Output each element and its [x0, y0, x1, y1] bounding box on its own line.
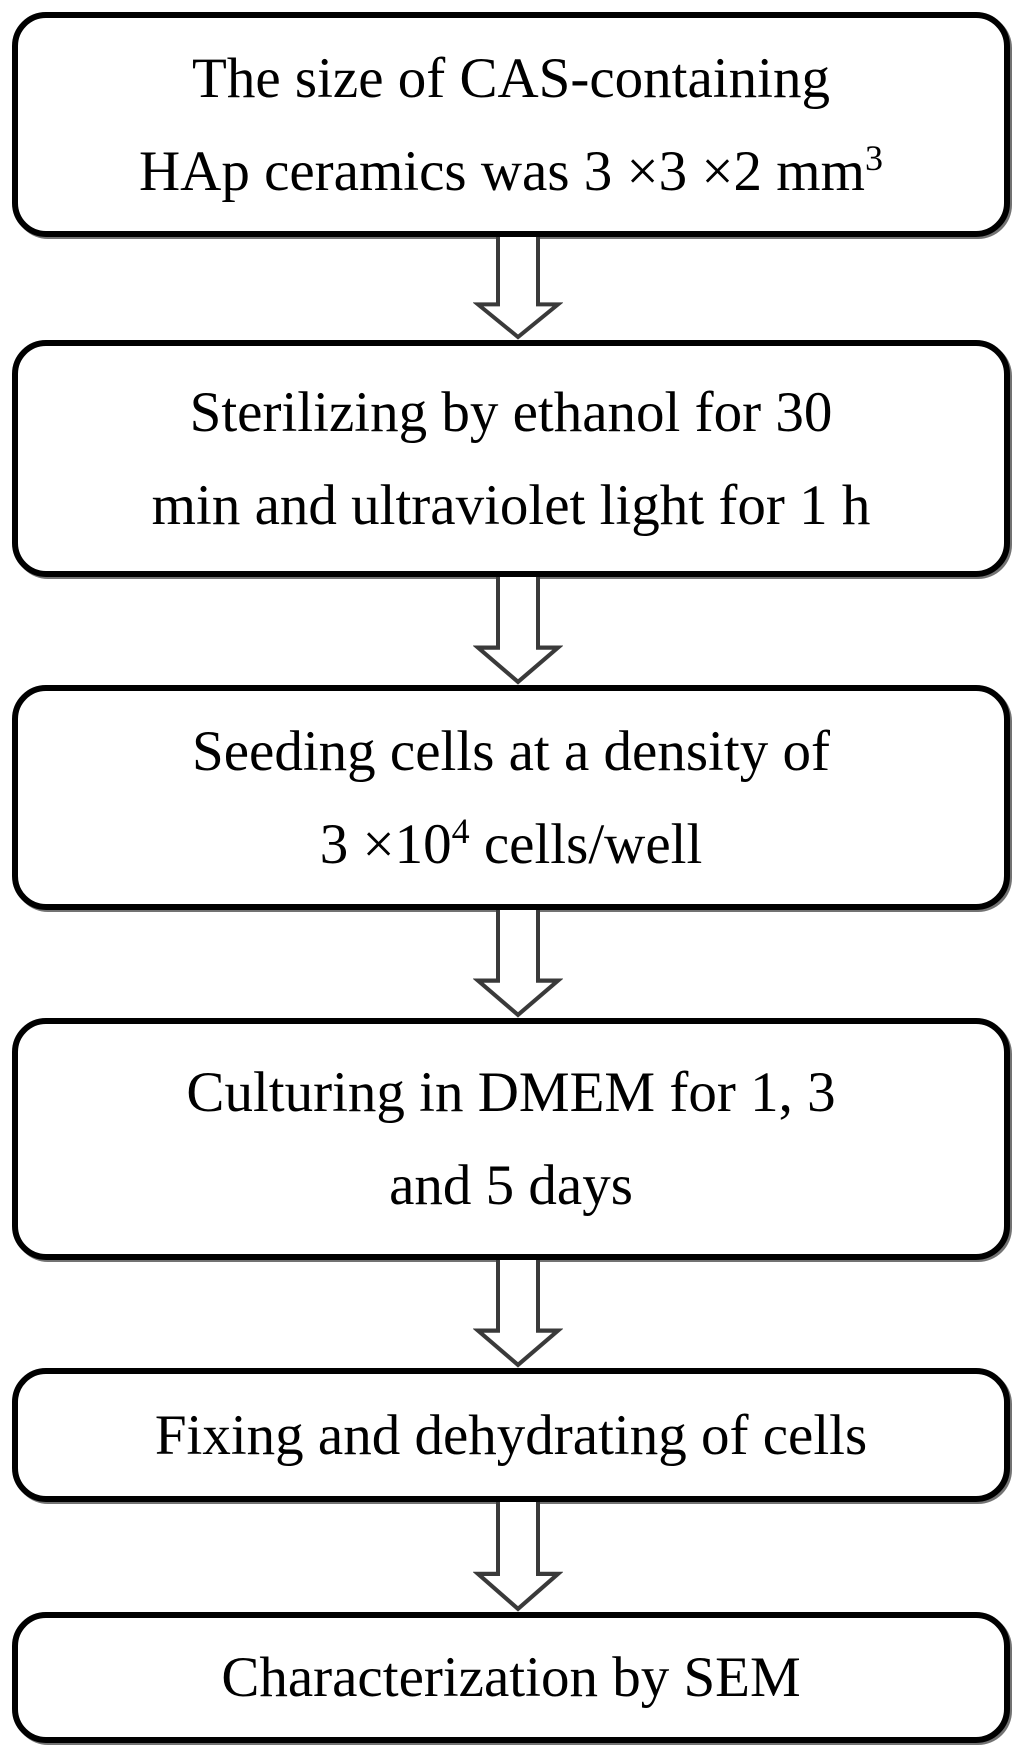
- flow-step-3-text: 3 ×10: [319, 812, 452, 876]
- flow-step-3: Seeding cells at a density of 3 ×104 cel…: [12, 685, 1010, 910]
- down-arrow-icon: [473, 910, 563, 1018]
- flow-step-5: Fixing and dehydrating of cells: [12, 1368, 1010, 1502]
- flow-step-1-line-1: The size of CAS-containing: [192, 32, 830, 125]
- flow-step-1: The size of CAS-containing HAp ceramics …: [12, 12, 1010, 237]
- down-arrow-icon: [473, 237, 563, 340]
- flow-arrow-1: [0, 237, 1024, 340]
- flow-arrow-5: [0, 1502, 1024, 1612]
- flow-step-3-superscript: 4: [451, 810, 470, 851]
- flow-step-5-text: Fixing and dehydrating of cells: [154, 1403, 868, 1467]
- down-arrow-icon: [473, 1502, 563, 1612]
- flow-step-4-text: Culturing in DMEM for 1, 3: [186, 1061, 836, 1124]
- flow-step-1-text: The size of CAS-containing: [192, 46, 830, 110]
- flow-step-1-superscript: 3: [864, 137, 883, 178]
- flow-step-3-text: cells/well: [469, 812, 703, 876]
- flow-arrow-3: [0, 910, 1024, 1018]
- flow-arrow-4: [0, 1260, 1024, 1368]
- flow-step-2-text: min and ultraviolet light for 1 h: [151, 473, 871, 537]
- flow-step-3-text: Seeding cells at a density of: [192, 719, 830, 783]
- down-arrow-icon: [473, 1260, 563, 1368]
- flow-step-2-line-1: Sterilizing by ethanol for 30: [190, 366, 833, 459]
- flow-step-6-line-1: Characterization by SEM: [221, 1631, 800, 1724]
- flow-step-4-line-2: and 5 days: [389, 1139, 633, 1232]
- flow-step-3-line-2: 3 ×104 cells/well: [320, 798, 703, 891]
- flow-step-2-line-2: min and ultraviolet light for 1 h: [152, 459, 871, 552]
- flow-step-6-text: Characterization by SEM: [221, 1646, 801, 1709]
- flow-step-4: Culturing in DMEM for 1, 3 and 5 days: [12, 1018, 1010, 1260]
- flow-step-3-line-1: Seeding cells at a density of: [192, 705, 830, 798]
- flowchart: The size of CAS-containing HAp ceramics …: [0, 12, 1024, 1743]
- flow-step-5-line-1: Fixing and dehydrating of cells: [155, 1389, 867, 1482]
- flow-step-2-text: Sterilizing by ethanol for 30: [189, 380, 833, 444]
- down-arrow-icon: [473, 577, 563, 685]
- flow-step-1-text: HAp ceramics was 3 ×3 ×2 mm: [139, 139, 865, 203]
- flow-step-6: Characterization by SEM: [12, 1612, 1010, 1743]
- flow-step-4-text: and 5 days: [389, 1154, 633, 1217]
- flow-step-1-line-2: HAp ceramics was 3 ×3 ×2 mm3: [139, 125, 883, 218]
- flow-step-2: Sterilizing by ethanol for 30 min and ul…: [12, 340, 1010, 577]
- flow-step-4-line-1: Culturing in DMEM for 1, 3: [186, 1046, 835, 1139]
- flow-arrow-2: [0, 577, 1024, 685]
